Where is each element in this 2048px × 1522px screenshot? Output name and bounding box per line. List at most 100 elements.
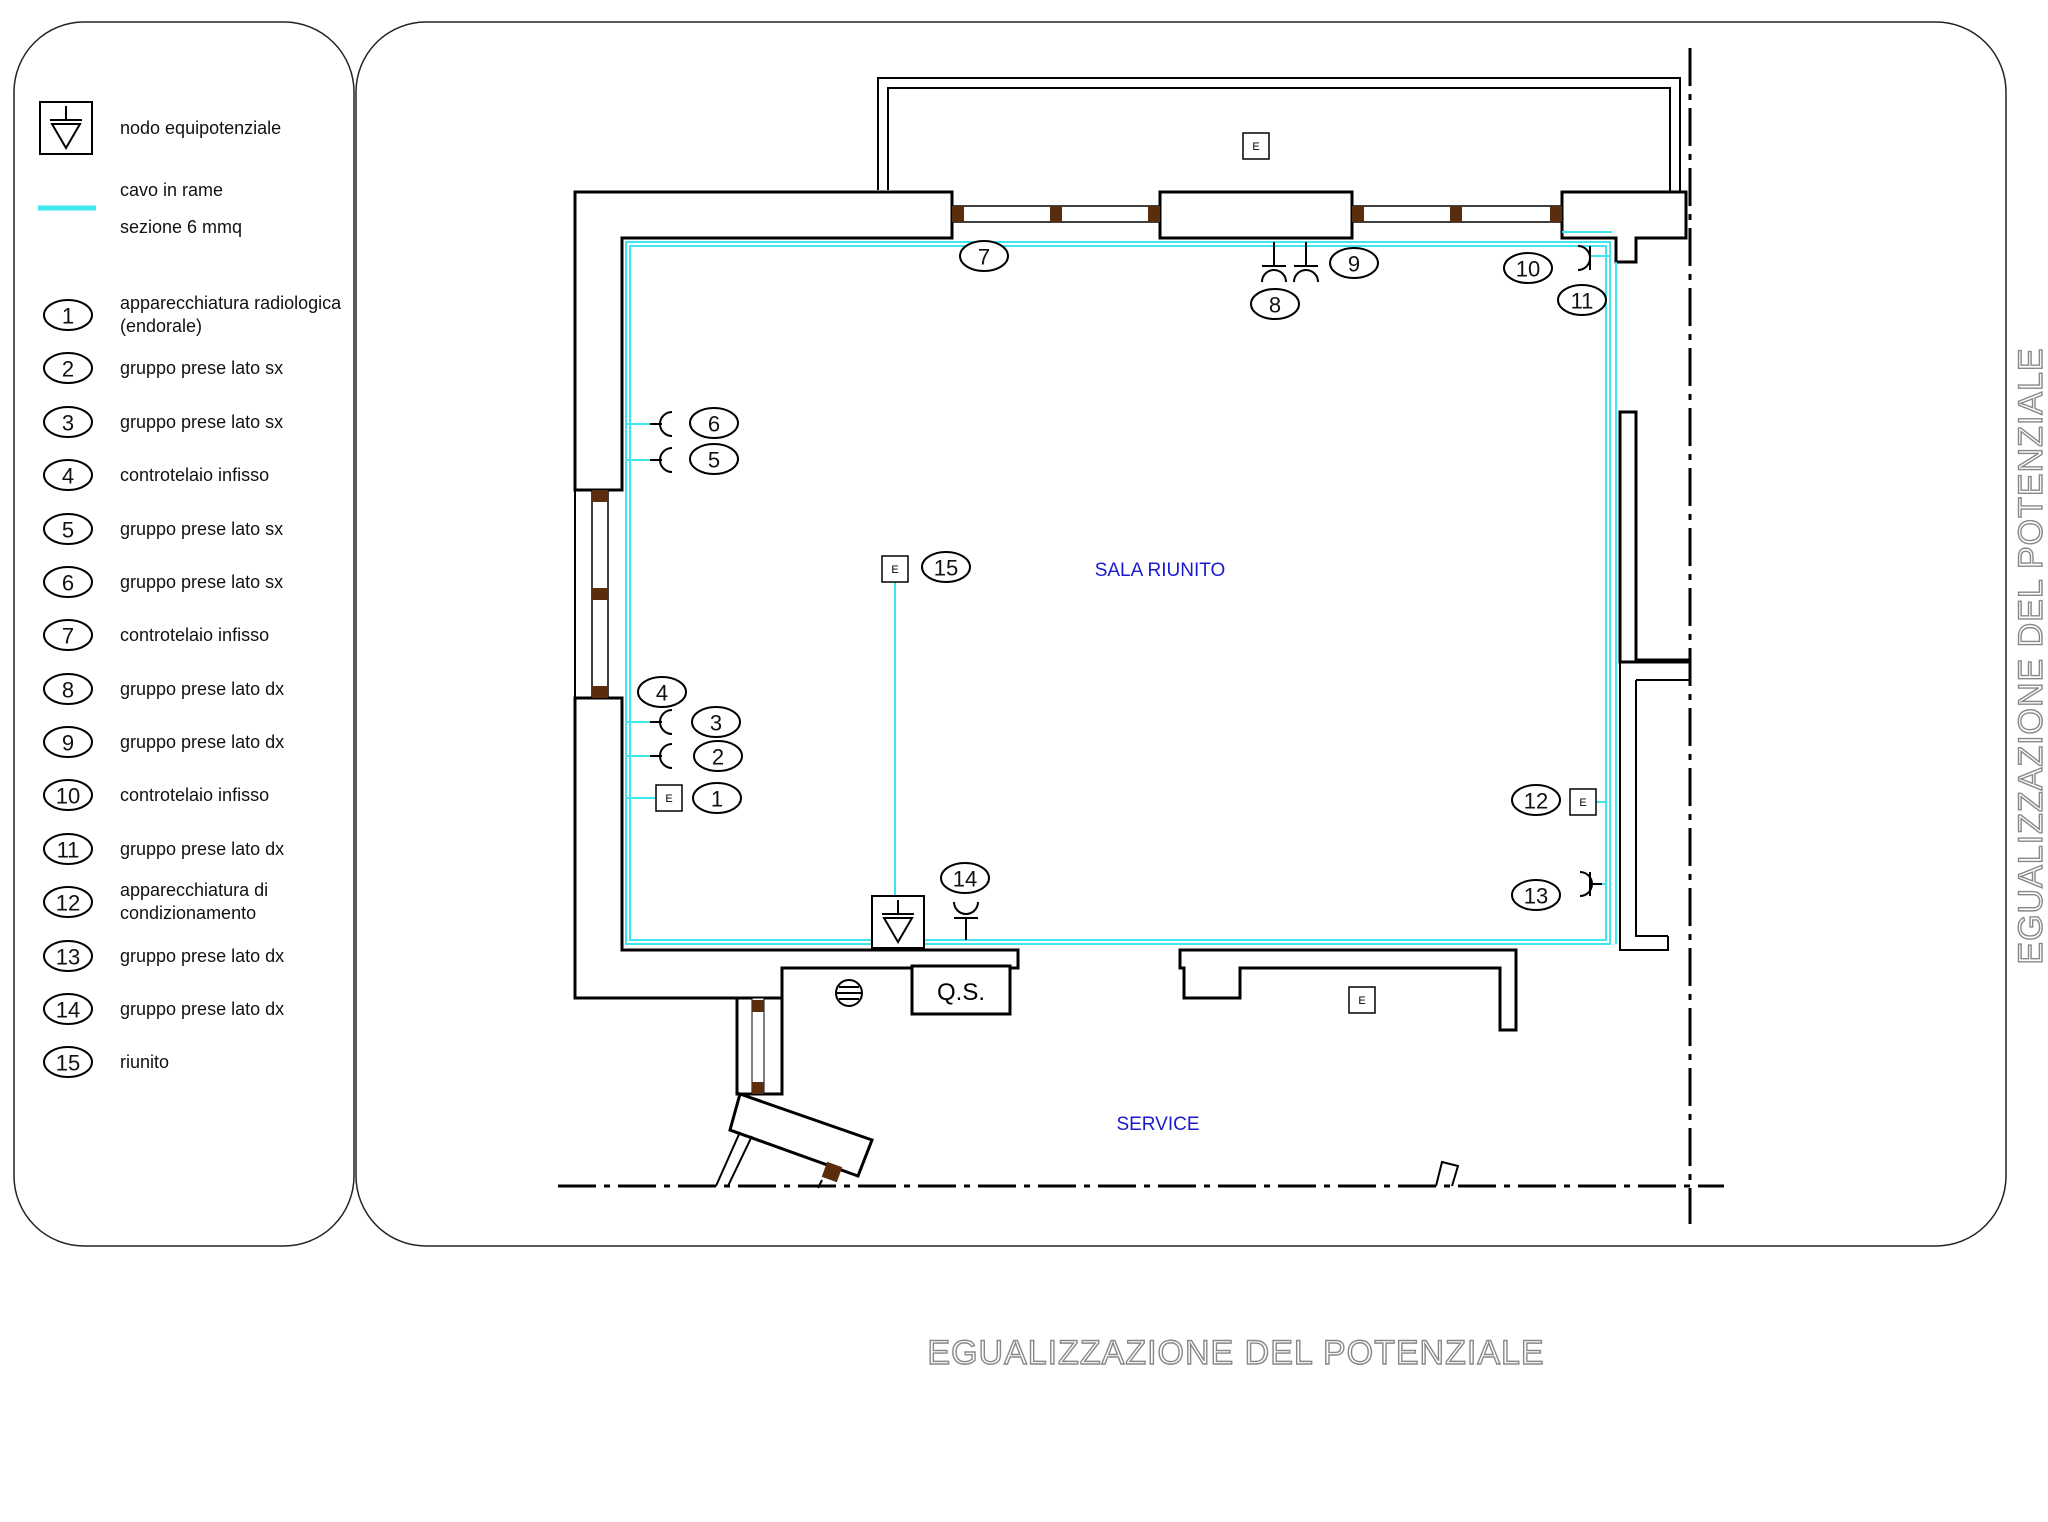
marker-5: 5 [689,443,739,475]
wall-left-lower [573,696,1020,1000]
marker-5-number: 5 [708,448,720,473]
terrace-equipment [1242,132,1270,160]
legend: nodo equipotenziale cavo in rame sezione… [38,101,342,1078]
legend-item: 14 gruppo prese lato dx [43,993,284,1025]
marker-3: 3 [691,706,741,738]
legend-item-number: 7 [62,624,74,649]
legend-item-badge [43,566,93,598]
legend-node-label: nodo equipotenziale [120,118,281,138]
equipment-box-15: E [881,555,909,583]
socket-2-symbol [650,743,673,769]
marker-8-number: 8 [1269,293,1281,318]
marker-12: 12 [1511,784,1561,816]
service-equipment [1348,986,1376,1014]
legend-item: 6 gruppo prese lato sx [43,566,283,598]
window-left [574,489,609,699]
room-label-sala: SALA RIUNITO [1095,560,1226,581]
marker-12-number: 12 [1524,789,1548,814]
legend-item-badge [43,513,93,545]
legend-item-number: 12 [56,891,80,916]
legend-item: 4 controtelaio infisso [43,459,269,491]
svg-text:E: E [665,793,672,805]
equipment-box-12: E [1569,788,1597,816]
marker-3-number: 3 [710,711,722,736]
legend-item-label: riunito [120,1052,169,1072]
legend-item-label: gruppo prese lato sx [120,572,283,592]
legend-item-badge [43,940,93,972]
legend-item-badge [43,406,93,438]
marker-13-number: 13 [1524,884,1548,909]
marker-4: 4 [637,676,687,708]
floor-plan: E Q.S. E [558,48,1724,1224]
legend-cable-label-1: cavo in rame [120,180,223,200]
socket-symbols [650,242,1602,940]
legend-item-number: 14 [56,998,80,1023]
marker-10: 10 [1503,252,1553,284]
marker-14-number: 14 [953,867,977,892]
marker-9-number: 9 [1348,252,1360,277]
socket-11-symbol [1577,245,1591,271]
electrical-panel-label: Q.S. [937,979,985,1006]
legend-item-label: gruppo prese lato dx [120,946,284,966]
legend-item-label: controtelaio infisso [120,465,269,485]
legend-item-label: gruppo prese lato sx [120,412,283,432]
svg-text:E: E [891,564,898,576]
marker-9: 9 [1329,247,1379,279]
legend-item: 10 controtelaio infisso [43,779,269,811]
socket-5-symbol [650,447,673,473]
marker-4-number: 4 [656,681,668,706]
legend-item-number: 15 [56,1051,80,1076]
title-side: EGUALIZZAZIONE DEL POTENZIALE [2012,347,2048,964]
equipotential-cable-loop [625,241,1611,945]
wall-top-mid [1158,190,1354,240]
title-bottom: EGUALIZZAZIONE DEL POTENZIALE [927,1334,1544,1372]
terrace-equipment-letter: E [1252,141,1259,153]
wall-left-upper [573,190,954,492]
service-equipment-letter: E [1358,995,1365,1007]
wall-top-right [1560,190,1688,264]
legend-item-badge [43,619,93,651]
legend-item-badge [43,299,93,331]
marker-13: 13 [1511,879,1561,911]
legend-item: 8 gruppo prese lato dx [43,673,284,705]
wall-right-upper [1618,410,1692,664]
equipotential-node [871,895,925,949]
electrical-panel [910,964,1012,1016]
legend-item-label: gruppo prese lato dx [120,839,284,859]
legend-item: 3 gruppo prese lato sx [43,406,283,438]
equipment-box-1: E [655,784,683,812]
legend-item-label: gruppo prese lato dx [120,679,284,699]
legend-item-badge [43,673,93,705]
legend-item-label: condizionamento [120,903,256,923]
legend-item-number: 13 [56,945,80,970]
legend-item-label: gruppo prese lato dx [120,999,284,1019]
marker-1-number: 1 [711,787,723,812]
legend-item-label: controtelaio infisso [120,785,269,805]
marker-7: 7 [959,240,1009,272]
legend-item-badge [43,833,93,865]
marker-11: 11 [1557,284,1607,316]
legend-item-label: (endorale) [120,316,202,336]
socket-6-symbol [650,411,673,437]
socket-8-symbol [1261,242,1287,283]
svg-text:E: E [1579,797,1586,809]
wall-bottom-right [1178,948,1518,1032]
legend-item-number: 1 [62,304,74,329]
legend-item-badge [43,726,93,758]
socket-9-symbol [1293,242,1319,283]
legend-item-number: 6 [62,571,74,596]
legend-item: 15 riunito [43,1046,169,1078]
legend-cable-label-2: sezione 6 mmq [120,217,242,237]
legend-item-number: 4 [62,464,74,489]
legend-item-number: 10 [56,784,80,809]
legend-item-number: 3 [62,411,74,436]
service-door-wall [728,1092,874,1178]
plan-frame [355,21,2007,1247]
legend-item-number: 8 [62,678,74,703]
